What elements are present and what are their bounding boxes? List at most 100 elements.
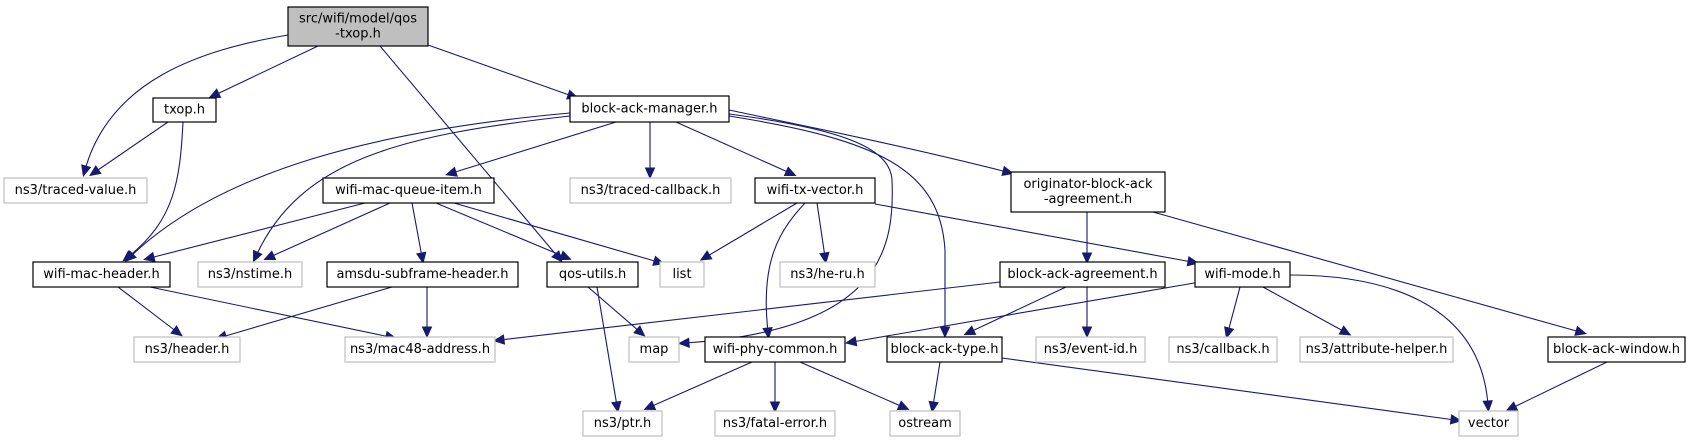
node-baw[interactable]: block-ack-window.h (1547, 336, 1686, 363)
node-wmh[interactable]: wifi-mac-header.h (32, 261, 171, 288)
node-label: ns3/header.h (145, 342, 230, 357)
edge-baw-to-vector (1505, 361, 1608, 412)
edge-line (453, 202, 659, 263)
edge-line (816, 202, 826, 258)
node-ptr: ns3/ptr.h (582, 410, 663, 437)
node-wmqi[interactable]: wifi-mac-queue-item.h (322, 177, 495, 204)
arrowhead-icon (963, 325, 977, 336)
arrowhead-icon (939, 326, 951, 339)
edge-line (1262, 286, 1346, 333)
edge-bat-to-ostream (928, 361, 941, 414)
edge-qos-txop-to-qos-utils (379, 45, 563, 263)
edges-layer (81, 34, 1608, 425)
node-box (714, 410, 836, 437)
node-box (197, 261, 303, 288)
node-box (999, 261, 1166, 288)
edge-line (451, 121, 617, 174)
node-label: ns3/traced-value.h (15, 183, 137, 198)
node-label: wifi-mode.h (1204, 267, 1280, 282)
node-amsdu[interactable]: amsdu-subframe-header.h (326, 261, 519, 288)
edge-line (149, 286, 391, 338)
arrowhead-icon (1338, 325, 1352, 336)
edge-wmh-to-header (117, 286, 183, 337)
edge-line (705, 202, 798, 258)
arrowhead-icon (558, 250, 572, 261)
node-box (889, 410, 961, 437)
edge-wmh-to-mac48 (149, 286, 398, 342)
edge-wpc-to-fatal-error (769, 362, 781, 414)
node-label: wifi-mac-header.h (43, 267, 160, 282)
edge-wmqi-to-amsdu (411, 202, 427, 265)
node-box (1299, 336, 1454, 363)
arrowhead-icon (896, 400, 910, 411)
node-nstime: ns3/nstime.h (197, 261, 303, 288)
node-label: block-ack-type.h (891, 342, 999, 357)
edge-line (1152, 211, 1581, 333)
edge-txop-to-traced-value (89, 121, 169, 177)
edge-line (728, 115, 946, 331)
node-box (1458, 410, 1519, 437)
node-bam[interactable]: block-ack-manager.h (569, 95, 730, 123)
node-baa[interactable]: block-ack-agreement.h (999, 261, 1166, 288)
node-label: list (672, 267, 691, 282)
edge-baa-to-bat (963, 286, 1067, 336)
edge-line (269, 202, 391, 258)
arrowhead-icon (643, 400, 657, 411)
node-callback: ns3/callback.h (1168, 336, 1278, 363)
edge-wifi-mode-to-vector (1289, 274, 1493, 413)
arrowhead-icon (263, 250, 277, 260)
node-label: originator-block-ack (1023, 177, 1153, 192)
edge-line (255, 115, 571, 257)
node-box (1547, 336, 1686, 363)
node-label: src/wifi/model/qos (299, 12, 417, 27)
arrowhead-icon (81, 164, 92, 177)
node-box (886, 336, 1003, 363)
edge-line (149, 202, 366, 259)
node-list: list (659, 261, 705, 288)
arrowhead-icon (769, 401, 781, 414)
edge-baa-to-mac48 (492, 281, 1001, 345)
edge-bam-to-wtv (675, 121, 797, 176)
edge-line (221, 286, 393, 338)
node-qos-utils[interactable]: qos-utils.h (546, 261, 639, 288)
edge-line (94, 121, 169, 173)
edge-line (969, 286, 1067, 333)
edge-baa-to-event-id (1081, 287, 1093, 339)
node-wtv[interactable]: wifi-tx-vector.h (754, 177, 876, 204)
arrowhead-icon (1224, 326, 1235, 339)
edge-line (117, 286, 178, 333)
edge-line (84, 34, 289, 171)
node-txop[interactable]: txop.h (152, 97, 217, 123)
node-label: block-ack-manager.h (581, 102, 717, 117)
node-wpc[interactable]: wifi-phy-common.h (704, 336, 846, 363)
edge-qos-txop-to-traced-value (81, 34, 289, 177)
edge-obaa-to-baw (1152, 211, 1587, 336)
node-label: ns3/attribute-helper.h (1306, 342, 1448, 357)
edge-wifi-mode-to-attr-helper (1262, 286, 1352, 336)
arrowhead-icon (1081, 252, 1093, 265)
node-header: ns3/header.h (133, 336, 241, 363)
node-box (628, 336, 680, 363)
edge-bam-to-bat (728, 115, 951, 339)
node-label: ostream (898, 416, 952, 431)
edge-amsdu-to-mac48 (421, 287, 433, 339)
node-box (779, 261, 876, 288)
node-obaa[interactable]: originator-block-ack-agreement.h (1010, 171, 1166, 213)
edge-line (596, 286, 618, 407)
edge-bat-to-vector (1001, 357, 1463, 425)
edge-obaa-to-baa (1081, 212, 1093, 265)
edge-line (214, 45, 319, 96)
node-box (287, 6, 429, 47)
node-qos-txop[interactable]: src/wifi/model/qos-txop.h (287, 6, 429, 47)
edge-line (675, 121, 791, 174)
edge-line (799, 361, 904, 408)
node-bat[interactable]: block-ack-type.h (886, 336, 1003, 363)
edge-line (1289, 274, 1489, 406)
node-label: wifi-mac-queue-item.h (335, 183, 482, 198)
arrowhead-icon (1574, 325, 1587, 336)
node-box (133, 336, 241, 363)
arrowhead-icon (1001, 165, 1014, 177)
node-wifi-mode[interactable]: wifi-mode.h (1194, 261, 1291, 288)
arrowhead-icon (677, 337, 690, 348)
edge-wifi-mode-to-callback (1224, 286, 1241, 339)
